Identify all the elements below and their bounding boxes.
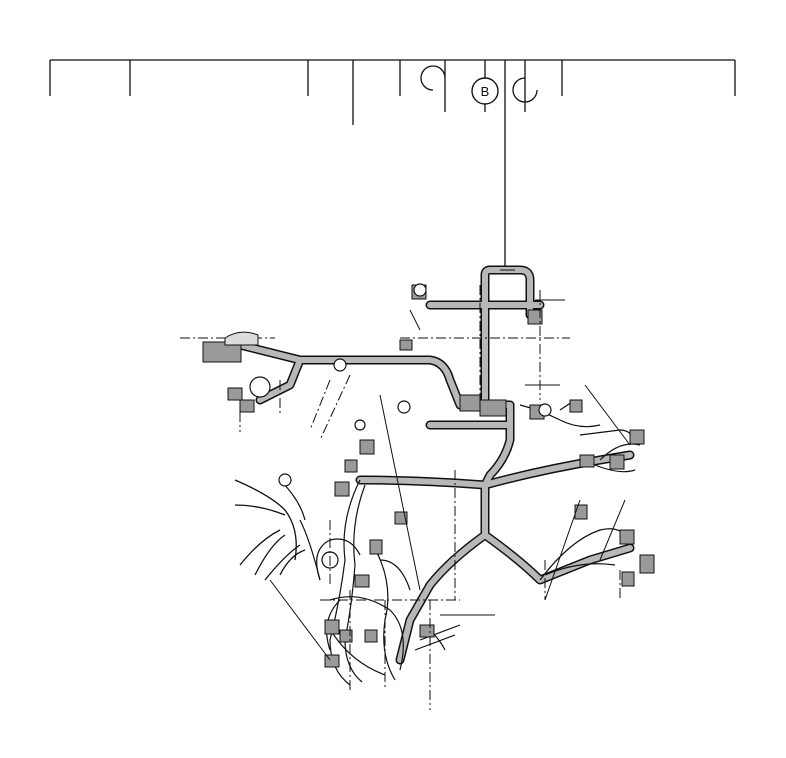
right-bundle — [519, 399, 641, 581]
callout-b: B — [471, 77, 499, 105]
harness-trunks — [235, 265, 635, 665]
clips — [249, 283, 552, 569]
leader-lines — [49, 59, 736, 270]
left-harness-end — [224, 331, 259, 346]
callout-b-label: B — [481, 84, 490, 99]
connectors — [202, 284, 655, 668]
diagonal-leaders — [269, 269, 631, 661]
reference-lines — [180, 285, 621, 710]
mounting-bracket — [234, 479, 306, 581]
